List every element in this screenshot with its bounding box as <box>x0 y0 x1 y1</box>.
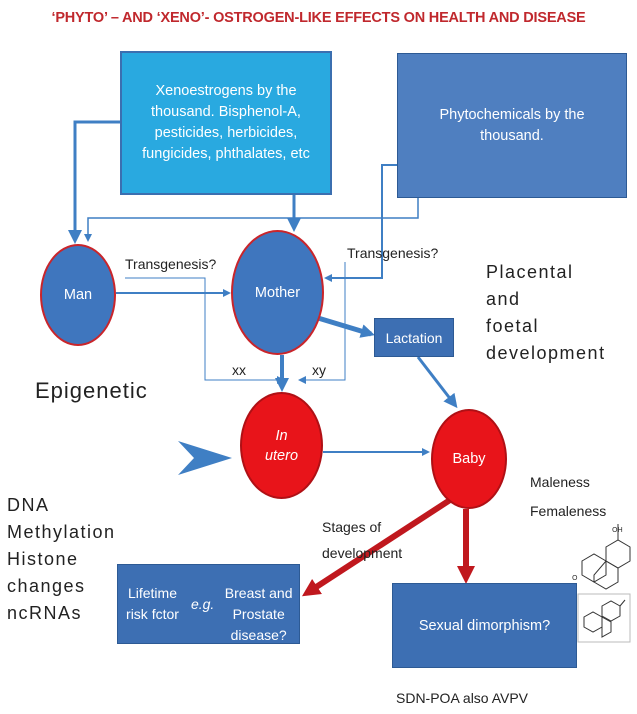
xenoestrogens-box: Xenoestrogens by the thousand. Bisphenol… <box>120 51 332 195</box>
arrow-lactation-to-baby <box>416 356 458 409</box>
epigenetic-text: Epigenetic <box>35 378 148 403</box>
testosterone-structure-icon: OH O <box>572 524 631 590</box>
maleness-label: Maleness <box>530 474 590 490</box>
svg-text:O: O <box>572 574 578 582</box>
xy-label: xy <box>312 362 326 378</box>
arrow-baby-to-risk <box>301 497 452 597</box>
xx-label: xx <box>232 362 246 378</box>
line-transgenesis-xx <box>125 277 285 384</box>
placental-development-text: Placental and foetal development <box>486 262 606 363</box>
sexual-dimorphism-box: Sexual dimorphism? <box>392 583 577 668</box>
estradiol-structure-icon <box>577 593 631 643</box>
arrow-mother-to-lactation <box>317 315 375 338</box>
femaleness-label: Femaleness <box>530 503 607 519</box>
stages-of-development-label: Stages of development <box>322 519 403 561</box>
mother-node: Mother <box>231 230 324 355</box>
arrow-phyto-to-man <box>84 198 419 242</box>
arrow-phyto-to-mother <box>324 164 397 282</box>
transgenesis-left-label: Transgenesis? <box>125 256 217 272</box>
svg-text:OH: OH <box>612 526 623 534</box>
in-utero-node: In utero <box>240 392 323 499</box>
line-transgenesis-xy <box>298 262 346 384</box>
epigenetic-chevron-icon <box>178 441 232 475</box>
baby-node: Baby <box>431 409 507 509</box>
sdn-poa-label: SDN-POA also AVPV <box>396 690 529 706</box>
arrow-xeno-to-man <box>68 120 120 244</box>
epigenetic-mechanisms-list: DNA Methylation Histone changes ncRNAs <box>7 495 116 623</box>
lifetime-risk-box: Lifetime risk fctor e.g. Breast and Pros… <box>117 564 300 644</box>
phytochemicals-box: Phytochemicals by the thousand. <box>397 53 627 198</box>
transgenesis-right-label: Transgenesis? <box>347 245 439 261</box>
man-node: Man <box>40 244 116 346</box>
lactation-box: Lactation <box>374 318 454 357</box>
page-title: ‘PHYTO’ – AND ‘XENO’- OSTROGEN-LIKE EFFE… <box>51 10 586 26</box>
